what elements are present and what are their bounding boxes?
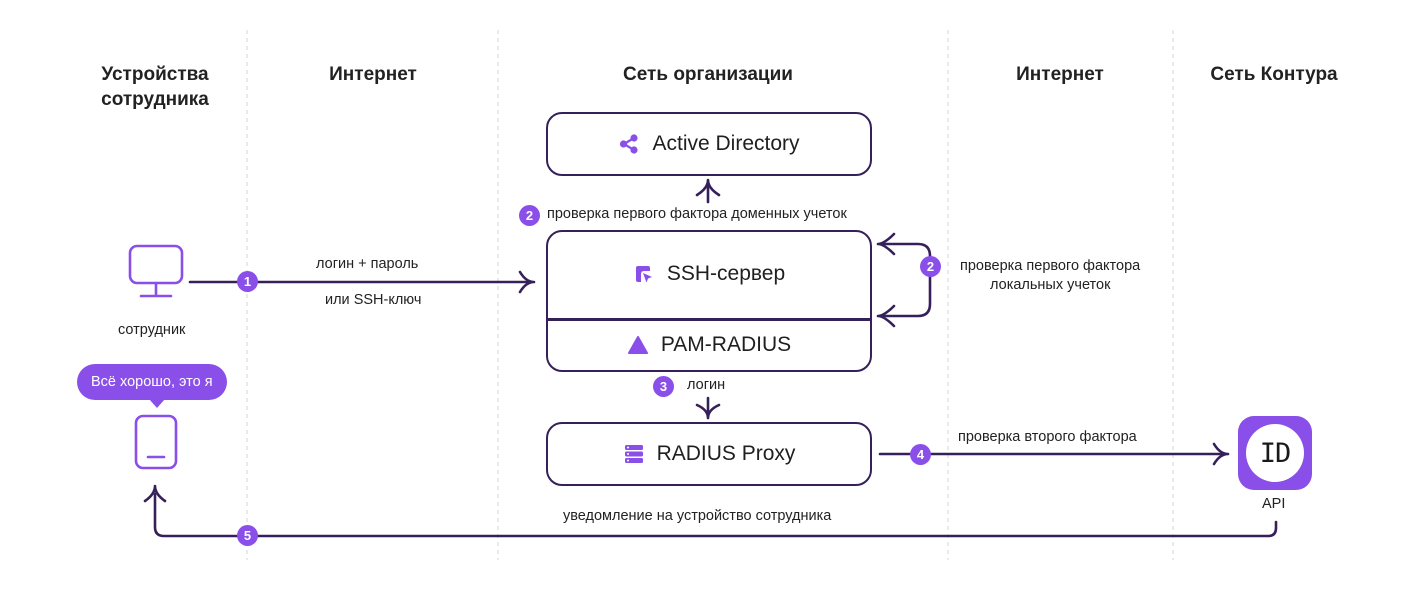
column-dividers (246, 30, 1174, 560)
arrow-step3-head (695, 403, 721, 420)
step-3-badge: 3 (653, 376, 674, 397)
kontur-id-logo-text: ID (1259, 437, 1292, 469)
column-title-devices: Устройства сотрудника (101, 64, 209, 110)
step-5-label: уведомление на устройство сотрудника (563, 508, 832, 524)
arrow-step1-head (518, 270, 536, 294)
monitor-icon (128, 244, 184, 298)
triangle-icon (627, 336, 648, 354)
step-2b-badge: 2 (920, 256, 941, 277)
kontur-id-logo: ID (1246, 424, 1304, 482)
radius-proxy-label: RADIUS Proxy (656, 442, 796, 465)
pam-radius-label: PAM-RADIUS (660, 333, 792, 356)
arrow-step4-head (1212, 442, 1230, 466)
column-title-org-network: Сеть организации (623, 64, 793, 85)
kontur-id-icon: ID (1238, 416, 1312, 490)
active-directory-box (546, 112, 872, 176)
step-1-label-line1: логин + пароль (316, 256, 419, 272)
step-5-badge: 5 (237, 525, 258, 546)
active-directory-label-group: Active Directory (546, 112, 872, 176)
radius-proxy-box (546, 422, 872, 486)
ssh-pam-divider (547, 318, 871, 321)
arrow-step5-line (153, 492, 1278, 538)
confirmation-bubble: Всё хорошо, это я (77, 364, 227, 408)
arrow-step2a-head (695, 178, 721, 197)
pam-radius-label-group: PAM-RADIUS (546, 322, 872, 368)
column-title-internet-left: Интернет (329, 64, 417, 85)
phone-icon (134, 414, 178, 470)
step-2b-label-line2: локальных учеток (990, 277, 1111, 293)
step-1-label-line2: или SSH-ключ (325, 292, 422, 308)
arrow-step2b-head-bottom (876, 304, 896, 328)
column-title-kontur-network: Сеть Контура (1210, 64, 1338, 85)
arrow-step2b-head-top (876, 232, 896, 256)
radius-proxy-label-group: RADIUS Proxy (546, 422, 872, 486)
confirmation-bubble-text: Всё хорошо, это я (91, 374, 213, 390)
ssh-server-box (546, 230, 872, 372)
arrow-step5-head (143, 484, 167, 503)
ssh-server-label-group: SSH-сервер (546, 242, 872, 306)
step-2a-label: проверка первого фактора доменных учеток (547, 206, 847, 222)
step-1-badge: 1 (237, 271, 258, 292)
column-title-internet-right: Интернет (1016, 64, 1104, 85)
employee-label: сотрудник (118, 322, 186, 338)
terminal-cursor-icon (635, 266, 652, 283)
share-icon (620, 134, 639, 154)
active-directory-label: Active Directory (652, 132, 800, 155)
ssh-server-label: SSH-сервер (666, 262, 786, 285)
arrow-step2b-loop (882, 242, 932, 318)
step-2b-label-line1: проверка первого фактора (960, 258, 1141, 274)
server-stack-icon (624, 445, 643, 463)
step-3-label: логин (687, 377, 726, 393)
step-4-label: проверка второго фактора (958, 429, 1137, 445)
step-4-badge: 4 (910, 444, 931, 465)
step-2a-badge: 2 (519, 205, 540, 226)
api-label: API (1262, 496, 1286, 512)
